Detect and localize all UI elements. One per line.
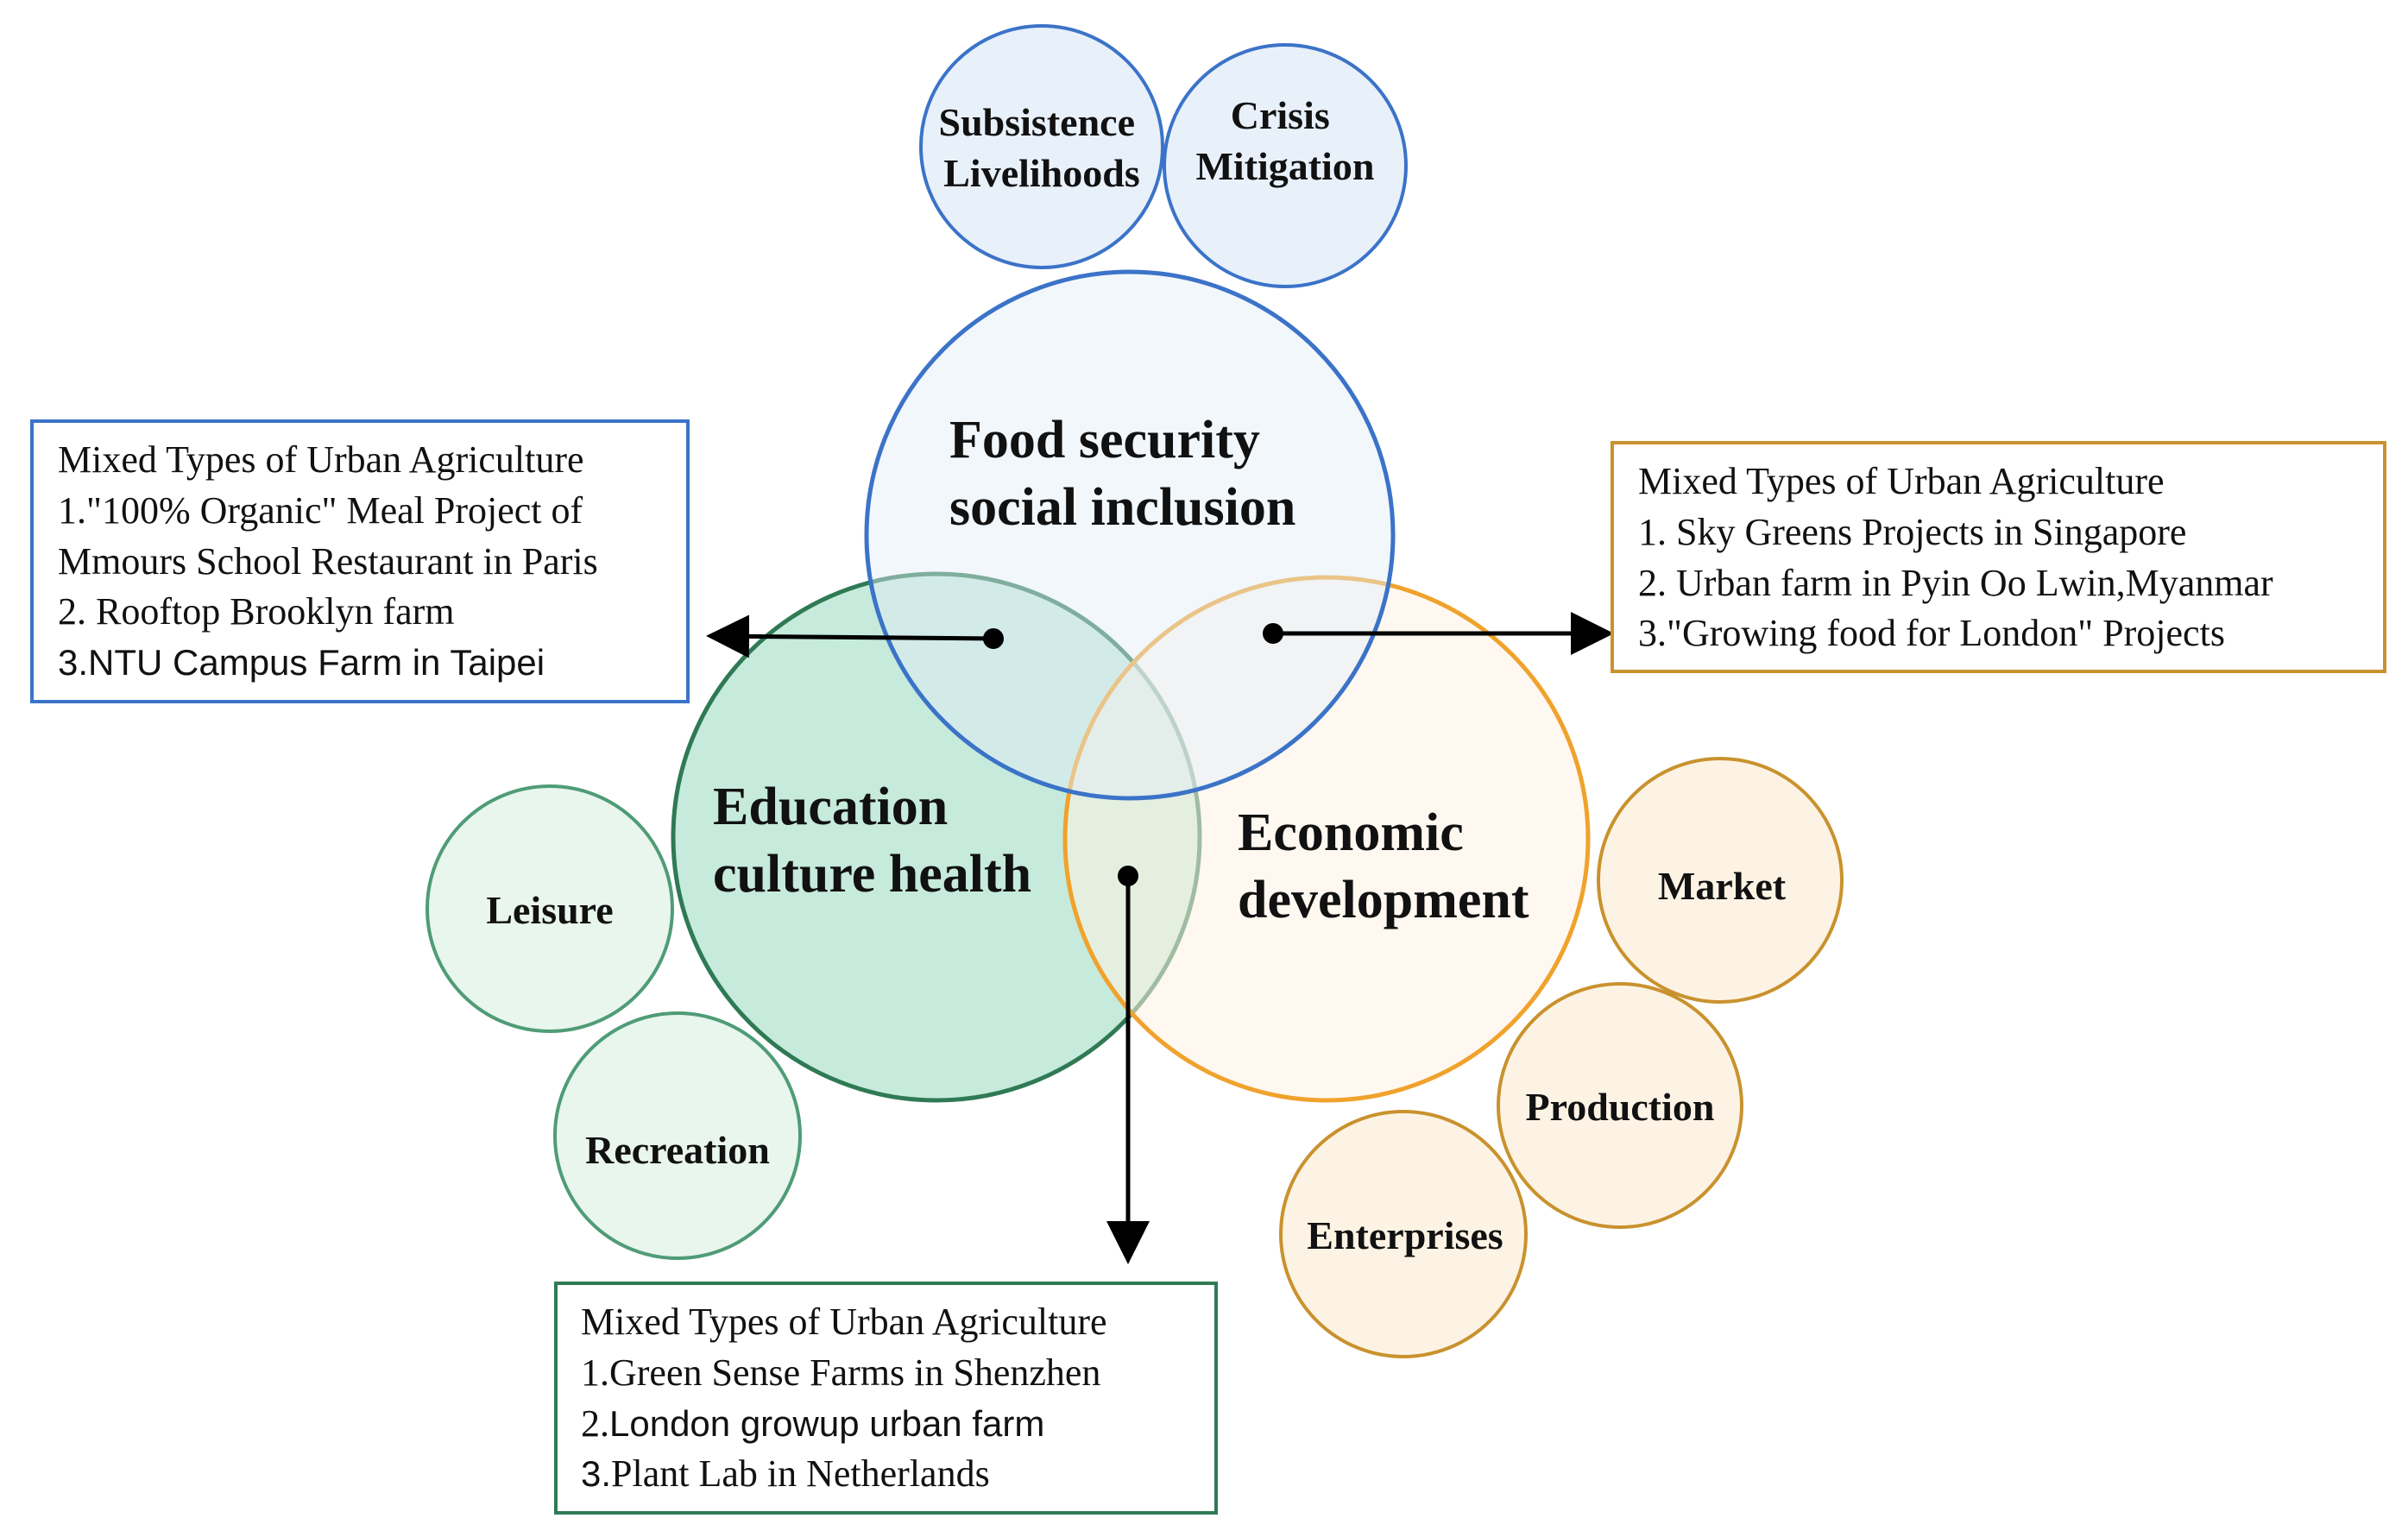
- enterprises-label: Enterprises: [1307, 1213, 1503, 1257]
- economic-label: Economic development: [1238, 803, 1529, 929]
- right-box-line-1: 1. Sky Greens Projects in Singapore: [1638, 511, 2186, 553]
- crisis-circle: [1163, 43, 1408, 288]
- bottom-box-line-2: 2.London growup urban farm: [581, 1402, 1044, 1445]
- left-box-line-3: 2. Rooftop Brooklyn farm: [58, 590, 455, 633]
- left-box-line-2: Mmours School Restaurant in Paris: [58, 540, 598, 583]
- recreation-circle: [553, 1011, 802, 1260]
- right-box-line-3: 3."Growing food for London" Projects: [1638, 612, 2225, 654]
- left-examples-box: [30, 419, 690, 703]
- bottom-examples-box: [554, 1282, 1218, 1515]
- enterprises-circle: [1279, 1110, 1528, 1358]
- leisure-label: Leisure: [486, 888, 613, 932]
- subsistence-circle: [919, 24, 1164, 269]
- food-security-label: Food security social inclusion: [949, 411, 1295, 537]
- crisis-label: Crisis Mitigation: [1196, 93, 1375, 188]
- education-label: Education culture health: [713, 778, 1031, 904]
- economic-circle: [1062, 575, 1591, 1103]
- left-arrow: [706, 614, 994, 658]
- bottom-box-line-3: 3.Plant Lab in Netherlands: [581, 1452, 990, 1495]
- right-box-title: Mixed Types of Urban Agriculture: [1638, 460, 2165, 502]
- recreation-label: Recreation: [585, 1128, 770, 1172]
- market-circle: [1597, 757, 1844, 1004]
- leisure-circle: [425, 784, 674, 1033]
- production-label: Production: [1526, 1085, 1715, 1129]
- market-label: Market: [1658, 864, 1787, 908]
- left-box-line-1: 1."100% Organic" Meal Project of: [58, 489, 583, 532]
- right-box-line-2: 2. Urban farm in Pyin Oo Lwin,Myanmar: [1638, 562, 2273, 604]
- left-box-line-4: 3.NTU Campus Farm in Taipei: [58, 642, 545, 683]
- production-circle: [1497, 982, 1743, 1229]
- subsistence-label: Subsistence Livelihoods: [939, 100, 1145, 195]
- right-examples-box: [1611, 441, 2386, 673]
- bottom-box-title: Mixed Types of Urban Agriculture: [581, 1301, 1107, 1343]
- food-security-circle: [864, 269, 1396, 801]
- left-box-title: Mixed Types of Urban Agriculture: [58, 438, 584, 481]
- bottom-box-line-1: 1.Green Sense Farms in Shenzhen: [581, 1351, 1100, 1394]
